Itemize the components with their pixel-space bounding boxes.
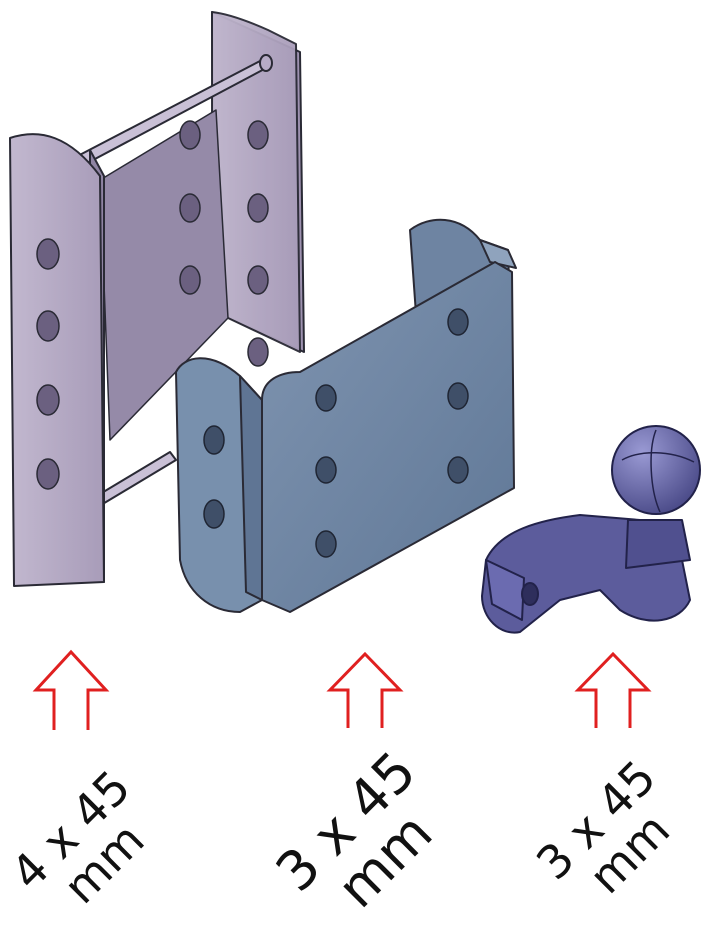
tow-ball [481,425,701,634]
up-arrow-icon [32,649,110,730]
tall-bracket [9,11,305,587]
up-arrow-icon [574,651,652,728]
u-bracket [175,218,517,613]
up-arrow-icon [326,651,404,728]
